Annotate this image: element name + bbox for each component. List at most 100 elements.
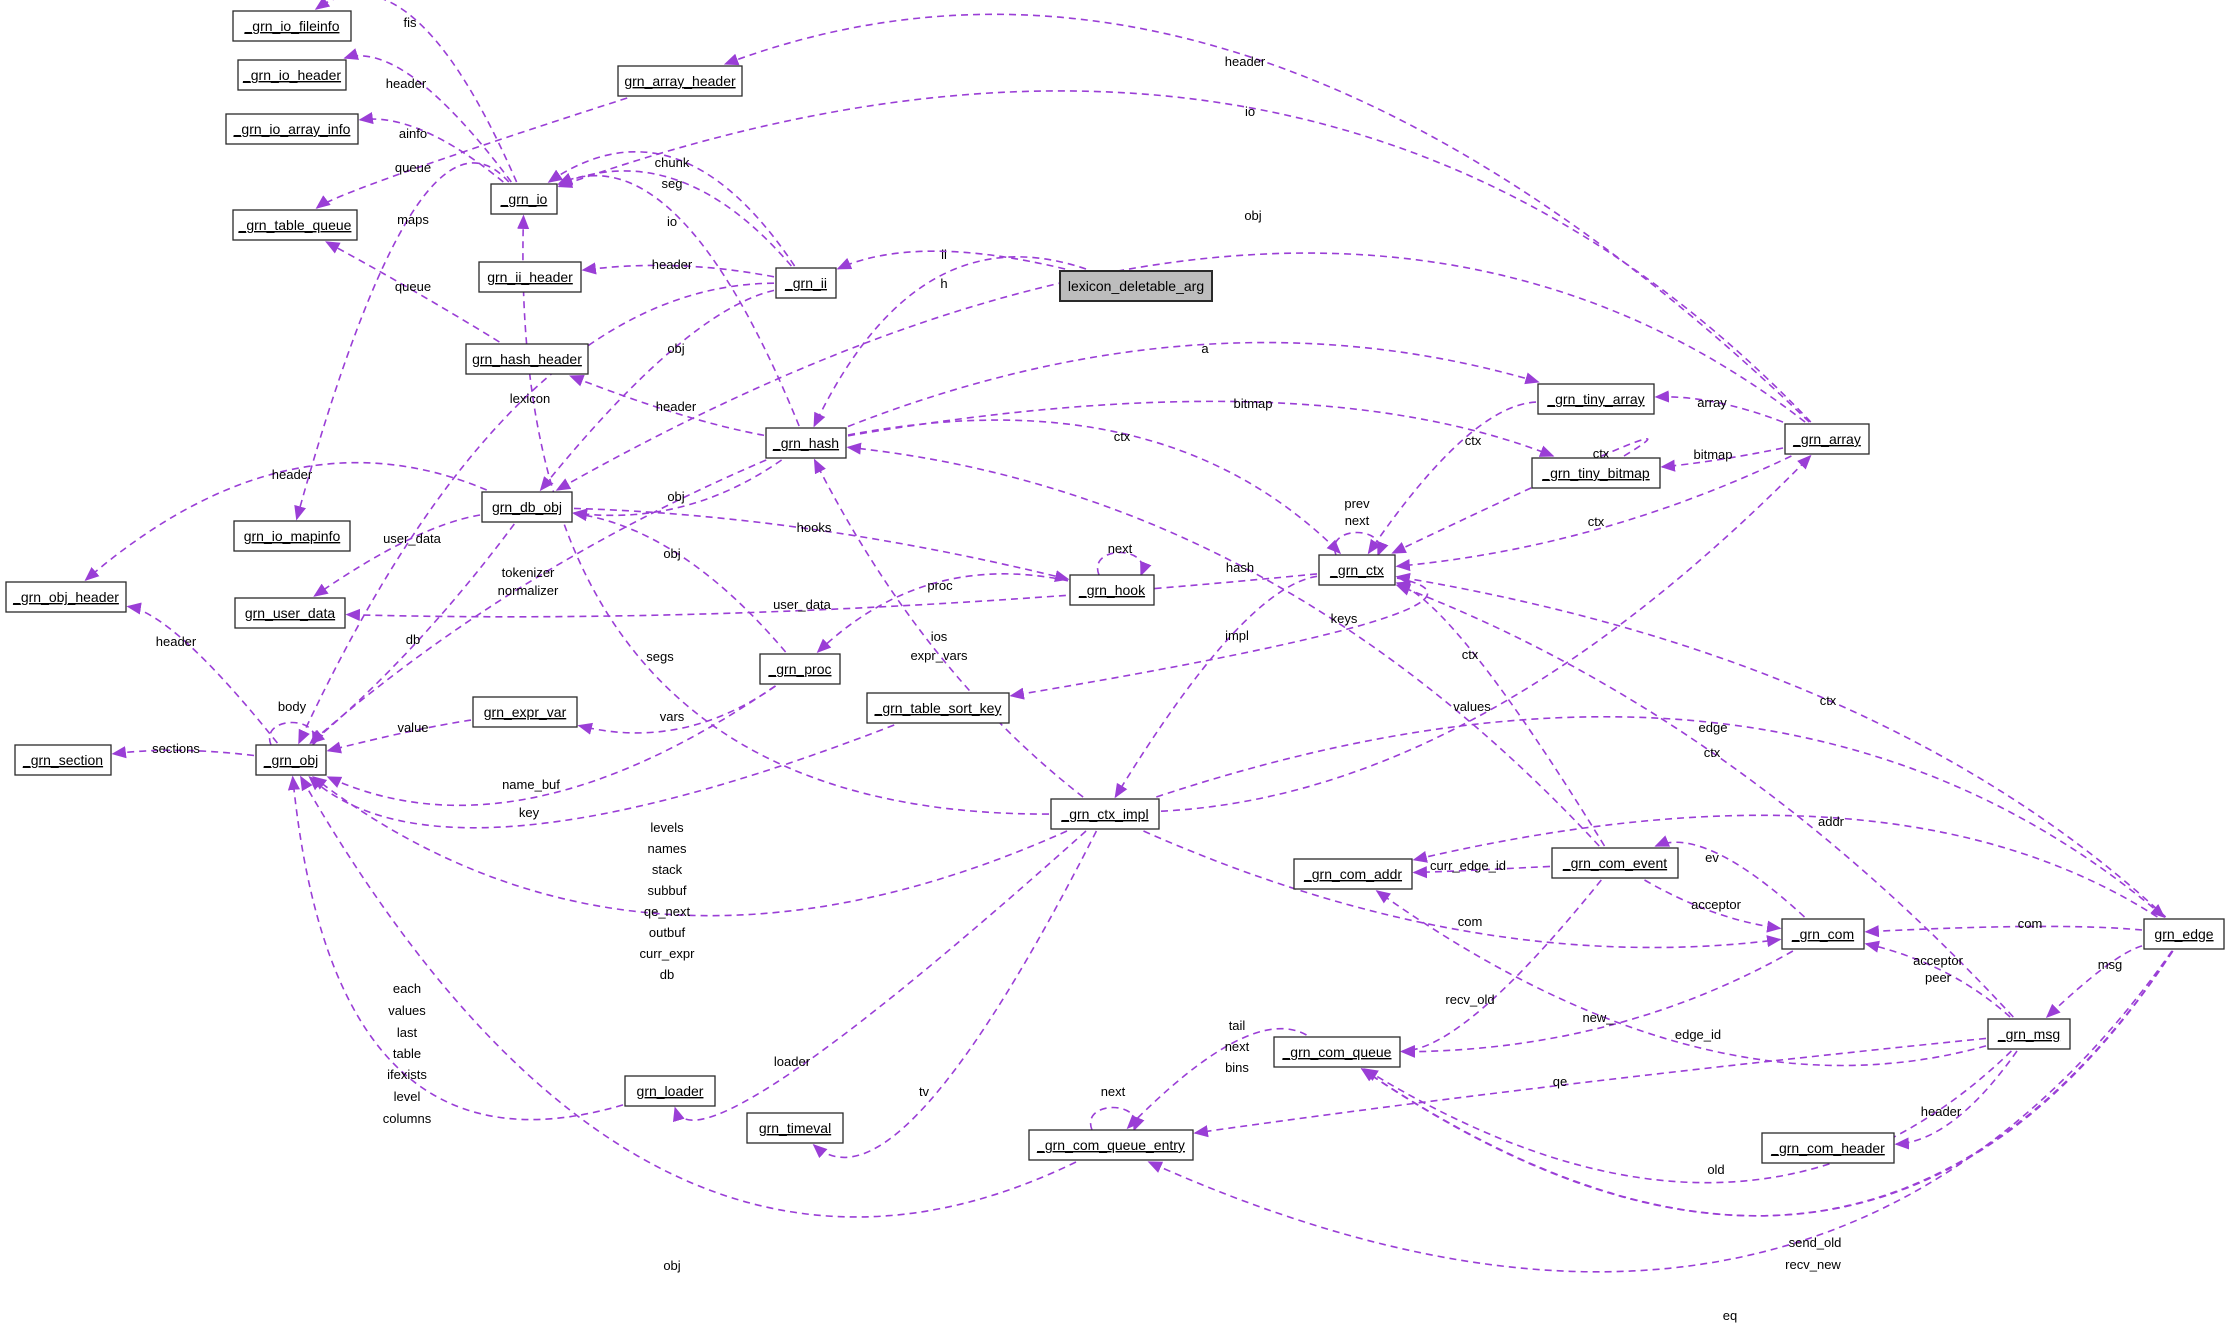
- edge-member-label: header: [1921, 1104, 1962, 1119]
- node-box[interactable]: [478, 261, 582, 293]
- node-box[interactable]: [465, 343, 589, 375]
- node-box[interactable]: [775, 267, 837, 299]
- node-box[interactable]: [1293, 858, 1413, 890]
- node-box[interactable]: [1059, 270, 1213, 302]
- node-box[interactable]: [232, 10, 352, 42]
- node-_grn_tiny_bitmap[interactable]: _grn_tiny_bitmap: [1531, 457, 1661, 489]
- node-box[interactable]: [255, 744, 327, 776]
- node-grn_user_data[interactable]: grn_user_data: [234, 597, 346, 629]
- node-box[interactable]: [1784, 423, 1870, 455]
- node-grn_db_obj[interactable]: grn_db_obj: [481, 491, 573, 523]
- edge-array-array_header: [723, 13, 1810, 423]
- node-box[interactable]: [1761, 1132, 1895, 1164]
- node-_grn_io_array_info[interactable]: _grn_io_array_info: [225, 113, 359, 145]
- edge-member-label: proc: [927, 578, 953, 593]
- edge-member-label: loader: [774, 1054, 811, 1069]
- node-box[interactable]: [472, 696, 578, 728]
- node-_grn_hash[interactable]: _grn_hash: [765, 427, 847, 459]
- node-box[interactable]: [746, 1112, 844, 1144]
- edge-proc-obj: [326, 685, 776, 807]
- node-box[interactable]: [237, 59, 347, 91]
- node-box[interactable]: [1551, 847, 1679, 879]
- node-grn_hash_header[interactable]: grn_hash_header: [465, 343, 589, 375]
- edge-member-label: table: [393, 1046, 421, 1061]
- node-_grn_hook[interactable]: _grn_hook: [1069, 574, 1155, 606]
- node-grn_loader[interactable]: grn_loader: [624, 1075, 716, 1107]
- node-_grn_com_header[interactable]: _grn_com_header: [1761, 1132, 1895, 1164]
- node-box[interactable]: [14, 744, 112, 776]
- node-grn_ii_header[interactable]: grn_ii_header: [478, 261, 582, 293]
- node-box[interactable]: [624, 1075, 716, 1107]
- node-_grn_ctx_impl[interactable]: _grn_ctx_impl: [1050, 798, 1160, 830]
- node-_grn_obj[interactable]: _grn_obj: [255, 744, 327, 776]
- node-grn_expr_var[interactable]: grn_expr_var: [472, 696, 578, 728]
- edge-member-label: header: [1225, 54, 1266, 69]
- node-_grn_com_queue[interactable]: _grn_com_queue: [1273, 1036, 1401, 1068]
- node-label: _grn_proc: [767, 661, 831, 677]
- node-grn_io_mapinfo[interactable]: grn_io_mapinfo: [233, 520, 351, 552]
- node-label: _grn_msg: [1997, 1026, 2060, 1042]
- edge-com-com_event: [1654, 835, 1806, 918]
- node-box[interactable]: [1028, 1129, 1194, 1161]
- node-box[interactable]: [1531, 457, 1661, 489]
- edge-lexicon_arg-ii: [836, 250, 1066, 270]
- edge-member-label: header: [652, 257, 693, 272]
- edge-hook-hook: [1096, 551, 1152, 577]
- node-box[interactable]: [234, 597, 346, 629]
- node-box[interactable]: [1069, 574, 1155, 606]
- edge-member-label: curr_edge_id: [1430, 858, 1506, 873]
- edge-hash-io: [557, 172, 800, 427]
- node-label: _grn_io_array_info: [233, 121, 351, 137]
- edge-member-label: header: [386, 76, 427, 91]
- node-box[interactable]: [759, 653, 841, 685]
- node-grn_array_header[interactable]: grn_array_header: [617, 65, 743, 97]
- edge-loader-obj: [287, 775, 624, 1121]
- node-_grn_io[interactable]: _grn_io: [490, 183, 558, 215]
- edge-member-label: ainfo: [399, 126, 427, 141]
- node-_grn_com[interactable]: _grn_com: [1781, 918, 1865, 950]
- node-_grn_com_addr[interactable]: _grn_com_addr: [1293, 858, 1413, 890]
- node-box[interactable]: [1318, 554, 1396, 586]
- edge-msg-com_addr: [1375, 890, 1987, 1067]
- node-_grn_table_queue[interactable]: _grn_table_queue: [232, 209, 358, 241]
- node-box[interactable]: [490, 183, 558, 215]
- node-lexicon_deletable_arg[interactable]: lexicon_deletable_arg: [1059, 270, 1213, 302]
- node-box[interactable]: [5, 581, 127, 613]
- node-box[interactable]: [233, 520, 351, 552]
- node-_grn_ctx[interactable]: _grn_ctx: [1318, 554, 1396, 586]
- node-box[interactable]: [866, 692, 1010, 724]
- node-box[interactable]: [232, 209, 358, 241]
- node-_grn_msg[interactable]: _grn_msg: [1987, 1018, 2071, 1050]
- edge-member-label: ctx: [1462, 647, 1479, 662]
- node-box[interactable]: [481, 491, 573, 523]
- node-grn_edge[interactable]: grn_edge: [2143, 918, 2225, 950]
- node-_grn_proc[interactable]: _grn_proc: [759, 653, 841, 685]
- node-_grn_com_event[interactable]: _grn_com_event: [1551, 847, 1679, 879]
- edge-hash-tiny_array: [847, 341, 1540, 428]
- node-_grn_section[interactable]: _grn_section: [14, 744, 112, 776]
- node-grn_timeval[interactable]: grn_timeval: [746, 1112, 844, 1144]
- edge-member-label: ifexists: [387, 1067, 427, 1082]
- node-_grn_io_fileinfo[interactable]: _grn_io_fileinfo: [232, 10, 352, 42]
- node-box[interactable]: [617, 65, 743, 97]
- node-box[interactable]: [1781, 918, 1865, 950]
- node-box[interactable]: [1987, 1018, 2071, 1050]
- node-_grn_ii[interactable]: _grn_ii: [775, 267, 837, 299]
- node-_grn_array[interactable]: _grn_array: [1784, 423, 1870, 455]
- node-label: grn_array_header: [624, 73, 736, 89]
- edge-ii-db_obj: [539, 289, 775, 492]
- node-box[interactable]: [2143, 918, 2225, 950]
- edge-array-tiny_array: [1654, 390, 1784, 423]
- node-_grn_tiny_array[interactable]: _grn_tiny_array: [1537, 383, 1655, 415]
- node-box[interactable]: [225, 113, 359, 145]
- edge-hash-tiny_bitmap: [847, 400, 1555, 457]
- node-_grn_obj_header[interactable]: _grn_obj_header: [5, 581, 127, 613]
- edge-array-db_obj: [555, 252, 1806, 491]
- node-_grn_table_sort_key[interactable]: _grn_table_sort_key: [866, 692, 1010, 724]
- node-box[interactable]: [1273, 1036, 1401, 1068]
- node-_grn_io_header[interactable]: _grn_io_header: [237, 59, 347, 91]
- node-box[interactable]: [1050, 798, 1160, 830]
- node-box[interactable]: [1537, 383, 1655, 415]
- node-box[interactable]: [765, 427, 847, 459]
- node-_grn_com_queue_entry[interactable]: _grn_com_queue_entry: [1028, 1129, 1194, 1161]
